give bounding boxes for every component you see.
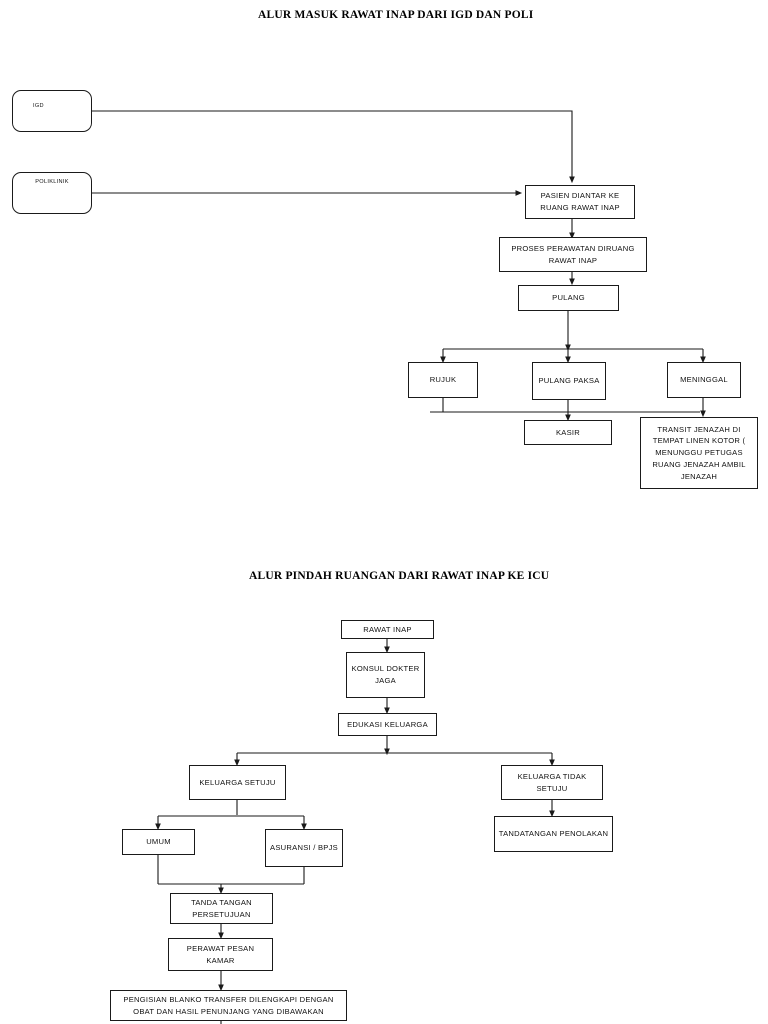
node-pengisian-blanko[interactable]: PENGISIAN BLANKO TRANSFER DILENGKAPI DEN… — [110, 990, 347, 1021]
node-kasir[interactable]: KASIR — [524, 420, 612, 445]
node-tandatangan-penolakan[interactable]: TANDATANGAN PENOLAKAN — [494, 816, 613, 852]
node-rujuk[interactable]: RUJUK — [408, 362, 478, 398]
node-perawat-pesan-kamar[interactable]: PERAWAT PESAN KAMAR — [168, 938, 273, 971]
node-edukasi-keluarga[interactable]: EDUKASI KELUARGA — [338, 713, 437, 736]
diagram-bottom-title: ALUR PINDAH RUANGAN DARI RAWAT INAP KE I… — [249, 570, 550, 582]
node-igd[interactable]: IGD — [12, 90, 92, 132]
node-poliklinik[interactable]: POLIKLINIK — [12, 172, 92, 214]
node-konsul-dokter-jaga[interactable]: KONSUL DOKTER JAGA — [346, 652, 425, 698]
node-pasien-diantar[interactable]: PASIEN DIANTAR KE RUANG RAWAT INAP — [525, 185, 635, 219]
node-umum[interactable]: UMUM — [122, 829, 195, 855]
node-tanda-tangan-persetujuan[interactable]: TANDA TANGAN PERSETUJUAN — [170, 893, 273, 924]
node-pulang[interactable]: PULANG — [518, 285, 619, 311]
diagram-top-title: ALUR MASUK RAWAT INAP DARI IGD DAN POLI — [258, 9, 534, 21]
node-keluarga-setuju[interactable]: KELUARGA SETUJU — [189, 765, 286, 800]
node-pulang-paksa[interactable]: PULANG PAKSA — [532, 362, 606, 400]
node-keluarga-tidak-setuju[interactable]: KELUARGA TIDAK SETUJU — [501, 765, 603, 800]
node-rawat-inap[interactable]: RAWAT INAP — [341, 620, 434, 639]
node-transit-jenazah[interactable]: TRANSIT JENAZAH DI TEMPAT LINEN KOTOR ( … — [640, 417, 758, 489]
node-proses-perawatan[interactable]: PROSES PERAWATAN DIRUANG RAWAT INAP — [499, 237, 647, 272]
node-asuransi-bpjs[interactable]: ASURANSI / BPJS — [265, 829, 343, 867]
node-meninggal[interactable]: MENINGGAL — [667, 362, 741, 398]
